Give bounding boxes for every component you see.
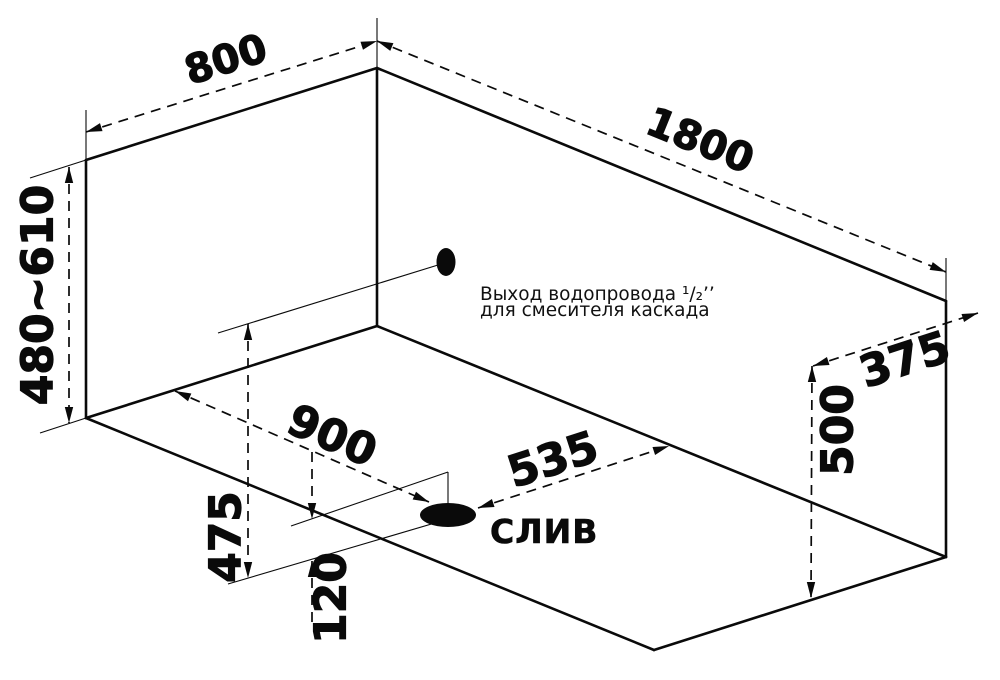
dim-line-900: [174, 390, 430, 503]
drain-leader-diagonal: [290, 471, 449, 527]
dim-label-800: 800: [179, 25, 273, 94]
dim-line-500: [810, 365, 813, 599]
arrowheads: [64, 41, 978, 598]
drain-label: СЛИВ: [490, 512, 598, 551]
dim-label-475: 475: [201, 491, 252, 583]
arrow-535-right: [652, 446, 669, 455]
dim-label-535: 535: [501, 422, 604, 499]
outlet-note-line2: для смесителя каскада: [480, 300, 710, 321]
dim-label-375: 375: [853, 322, 956, 399]
text-annotations: СЛИВ Выход водопровода ¹/₂’’ для смесите…: [480, 284, 715, 551]
bathtub-outline: [84, 66, 948, 652]
arrow-900-left: [175, 391, 192, 402]
outlet-leader-line: [217, 264, 439, 334]
edge-bottom-far-right: [652, 555, 948, 652]
dim-label-900: 900: [280, 394, 385, 477]
ext-line-left-corner-out: [29, 159, 87, 179]
drain-hole: [420, 503, 476, 527]
arrow-120-down: [307, 503, 317, 519]
edge-top-left: [84, 66, 379, 162]
dim-label-500: 500: [813, 384, 864, 476]
arrow-480-610-bottom: [64, 407, 74, 423]
arrow-1800-right: [929, 262, 946, 272]
edge-bottom-front-left: [84, 324, 379, 420]
dim-line-375: [812, 312, 979, 367]
arrow-800-right: [360, 41, 377, 50]
arrow-1800-left: [377, 41, 394, 51]
dimension-labels: 800 1800 480~610 900 535 475 120 500 375: [12, 25, 957, 645]
floor-reference-line: [227, 519, 446, 585]
arrow-500-bottom: [806, 582, 816, 598]
edge-bottom-front-right: [375, 324, 948, 559]
dim-line-1800: [376, 40, 947, 273]
ext-line-bottom-left-out: [39, 417, 87, 434]
edge-bottom-far-left: [84, 416, 656, 652]
arrow-535-left: [478, 499, 495, 508]
outlet-note-line1: Выход водопровода ¹/₂’’: [480, 284, 715, 305]
dim-label-480-610: 480~610: [13, 185, 64, 406]
arrow-500-top: [807, 366, 817, 382]
arrow-375-left: [813, 357, 830, 366]
dim-label-1800: 1800: [640, 99, 760, 184]
arrow-375-right: [961, 313, 978, 322]
arrow-475-top: [243, 324, 253, 340]
arrow-120-up: [307, 561, 317, 577]
arrow-900-right: [412, 491, 429, 502]
extension-lines: [29, 18, 947, 585]
arrow-800-left: [86, 123, 103, 132]
edge-top-right: [375, 66, 948, 303]
arrow-475-bottom: [243, 562, 253, 578]
water-outlet-hole: [436, 248, 456, 276]
arrow-480-610-top: [64, 167, 74, 183]
dim-label-120: 120: [306, 552, 357, 644]
